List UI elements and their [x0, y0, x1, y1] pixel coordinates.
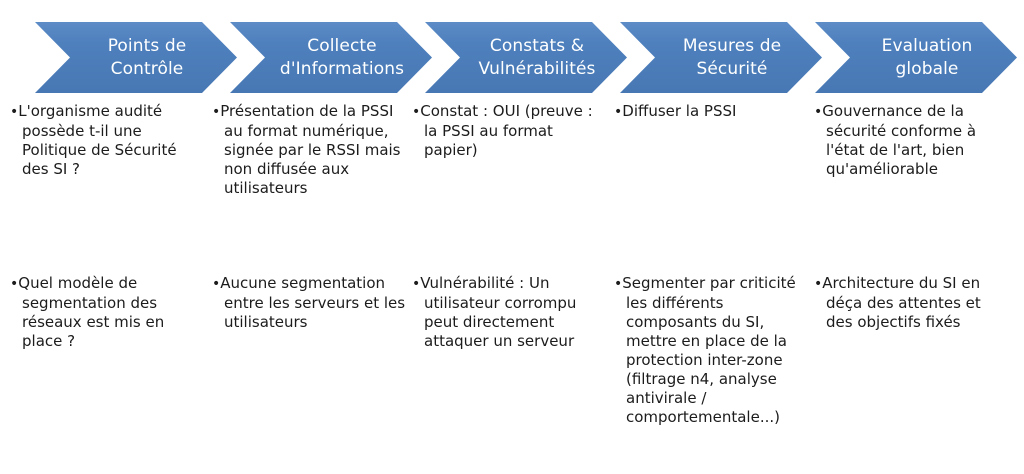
stage-label: Points de Contrôle [107, 35, 187, 79]
bullet-list-row1: Présentation de la PSSI au format numéri… [212, 102, 408, 274]
bullet-list-row2: Aucune segmentation entre les serveurs e… [212, 274, 408, 332]
bullet-item: Architecture du SI en déça des attentes … [814, 274, 1012, 332]
bullet-list-row1: Constat : OUI (preuve : la PSSI au forma… [412, 102, 598, 274]
bullet-list-row2: Architecture du SI en déça des attentes … [814, 274, 1012, 332]
stage-chevron-mesures-de-securite: Mesures de Sécurité [620, 22, 822, 93]
bullet-item: Segmenter par criticité les différents c… [614, 274, 806, 427]
bullet-list-row2: Quel modèle de segmentation des réseaux … [10, 274, 200, 351]
bullet-item: Vulnérabilité : Un utilisateur corrompu … [412, 274, 598, 351]
stage-label: Mesures de Sécurité [682, 35, 782, 79]
bullet-list-row2: Segmenter par criticité les différents c… [614, 274, 806, 427]
stage-chevron-collecte-informations: Collecte d'Informations [230, 22, 432, 93]
stage-column-points-de-controle: L'organisme audité possède t-il une Poli… [10, 102, 200, 351]
bullet-list-row2: Vulnérabilité : Un utilisateur corrompu … [412, 274, 598, 351]
bullet-list-row1: Diffuser la PSSI [614, 102, 806, 274]
stage-chevron-constats-vulnerabilites: Constats & Vulnérabilités [425, 22, 627, 93]
bullet-list-row1: L'organisme audité possède t-il une Poli… [10, 102, 200, 274]
bullet-item: Gouvernance de la sécurité conforme à l'… [814, 102, 1012, 179]
stage-chevron-points-de-controle: Points de Contrôle [35, 22, 237, 93]
bullet-item: Constat : OUI (preuve : la PSSI au forma… [412, 102, 598, 160]
bullet-item: Quel modèle de segmentation des réseaux … [10, 274, 200, 351]
stage-column-evaluation-globale: Gouvernance de la sécurité conforme à l'… [814, 102, 1012, 332]
bullet-item: L'organisme audité possède t-il une Poli… [10, 102, 200, 179]
bullet-item: Aucune segmentation entre les serveurs e… [212, 274, 408, 332]
stage-chevron-evaluation-globale: Evaluation globale [815, 22, 1017, 93]
stage-column-constats-vulnerabilites: Constat : OUI (preuve : la PSSI au forma… [412, 102, 598, 351]
bullet-item: Diffuser la PSSI [614, 102, 806, 122]
stage-label: Constats & Vulnérabilités [478, 35, 596, 79]
stage-label: Evaluation globale [881, 35, 973, 79]
bullet-list-row1: Gouvernance de la sécurité conforme à l'… [814, 102, 1012, 274]
chevron-band: Points de Contrôle Collecte d'Informatio… [0, 22, 1024, 93]
stage-label: Collecte d'Informations [279, 35, 405, 79]
bullet-item: Présentation de la PSSI au format numéri… [212, 102, 408, 198]
stage-column-mesures-de-securite: Diffuser la PSSI Segmenter par criticité… [614, 102, 806, 427]
stage-column-collecte-informations: Présentation de la PSSI au format numéri… [212, 102, 408, 332]
